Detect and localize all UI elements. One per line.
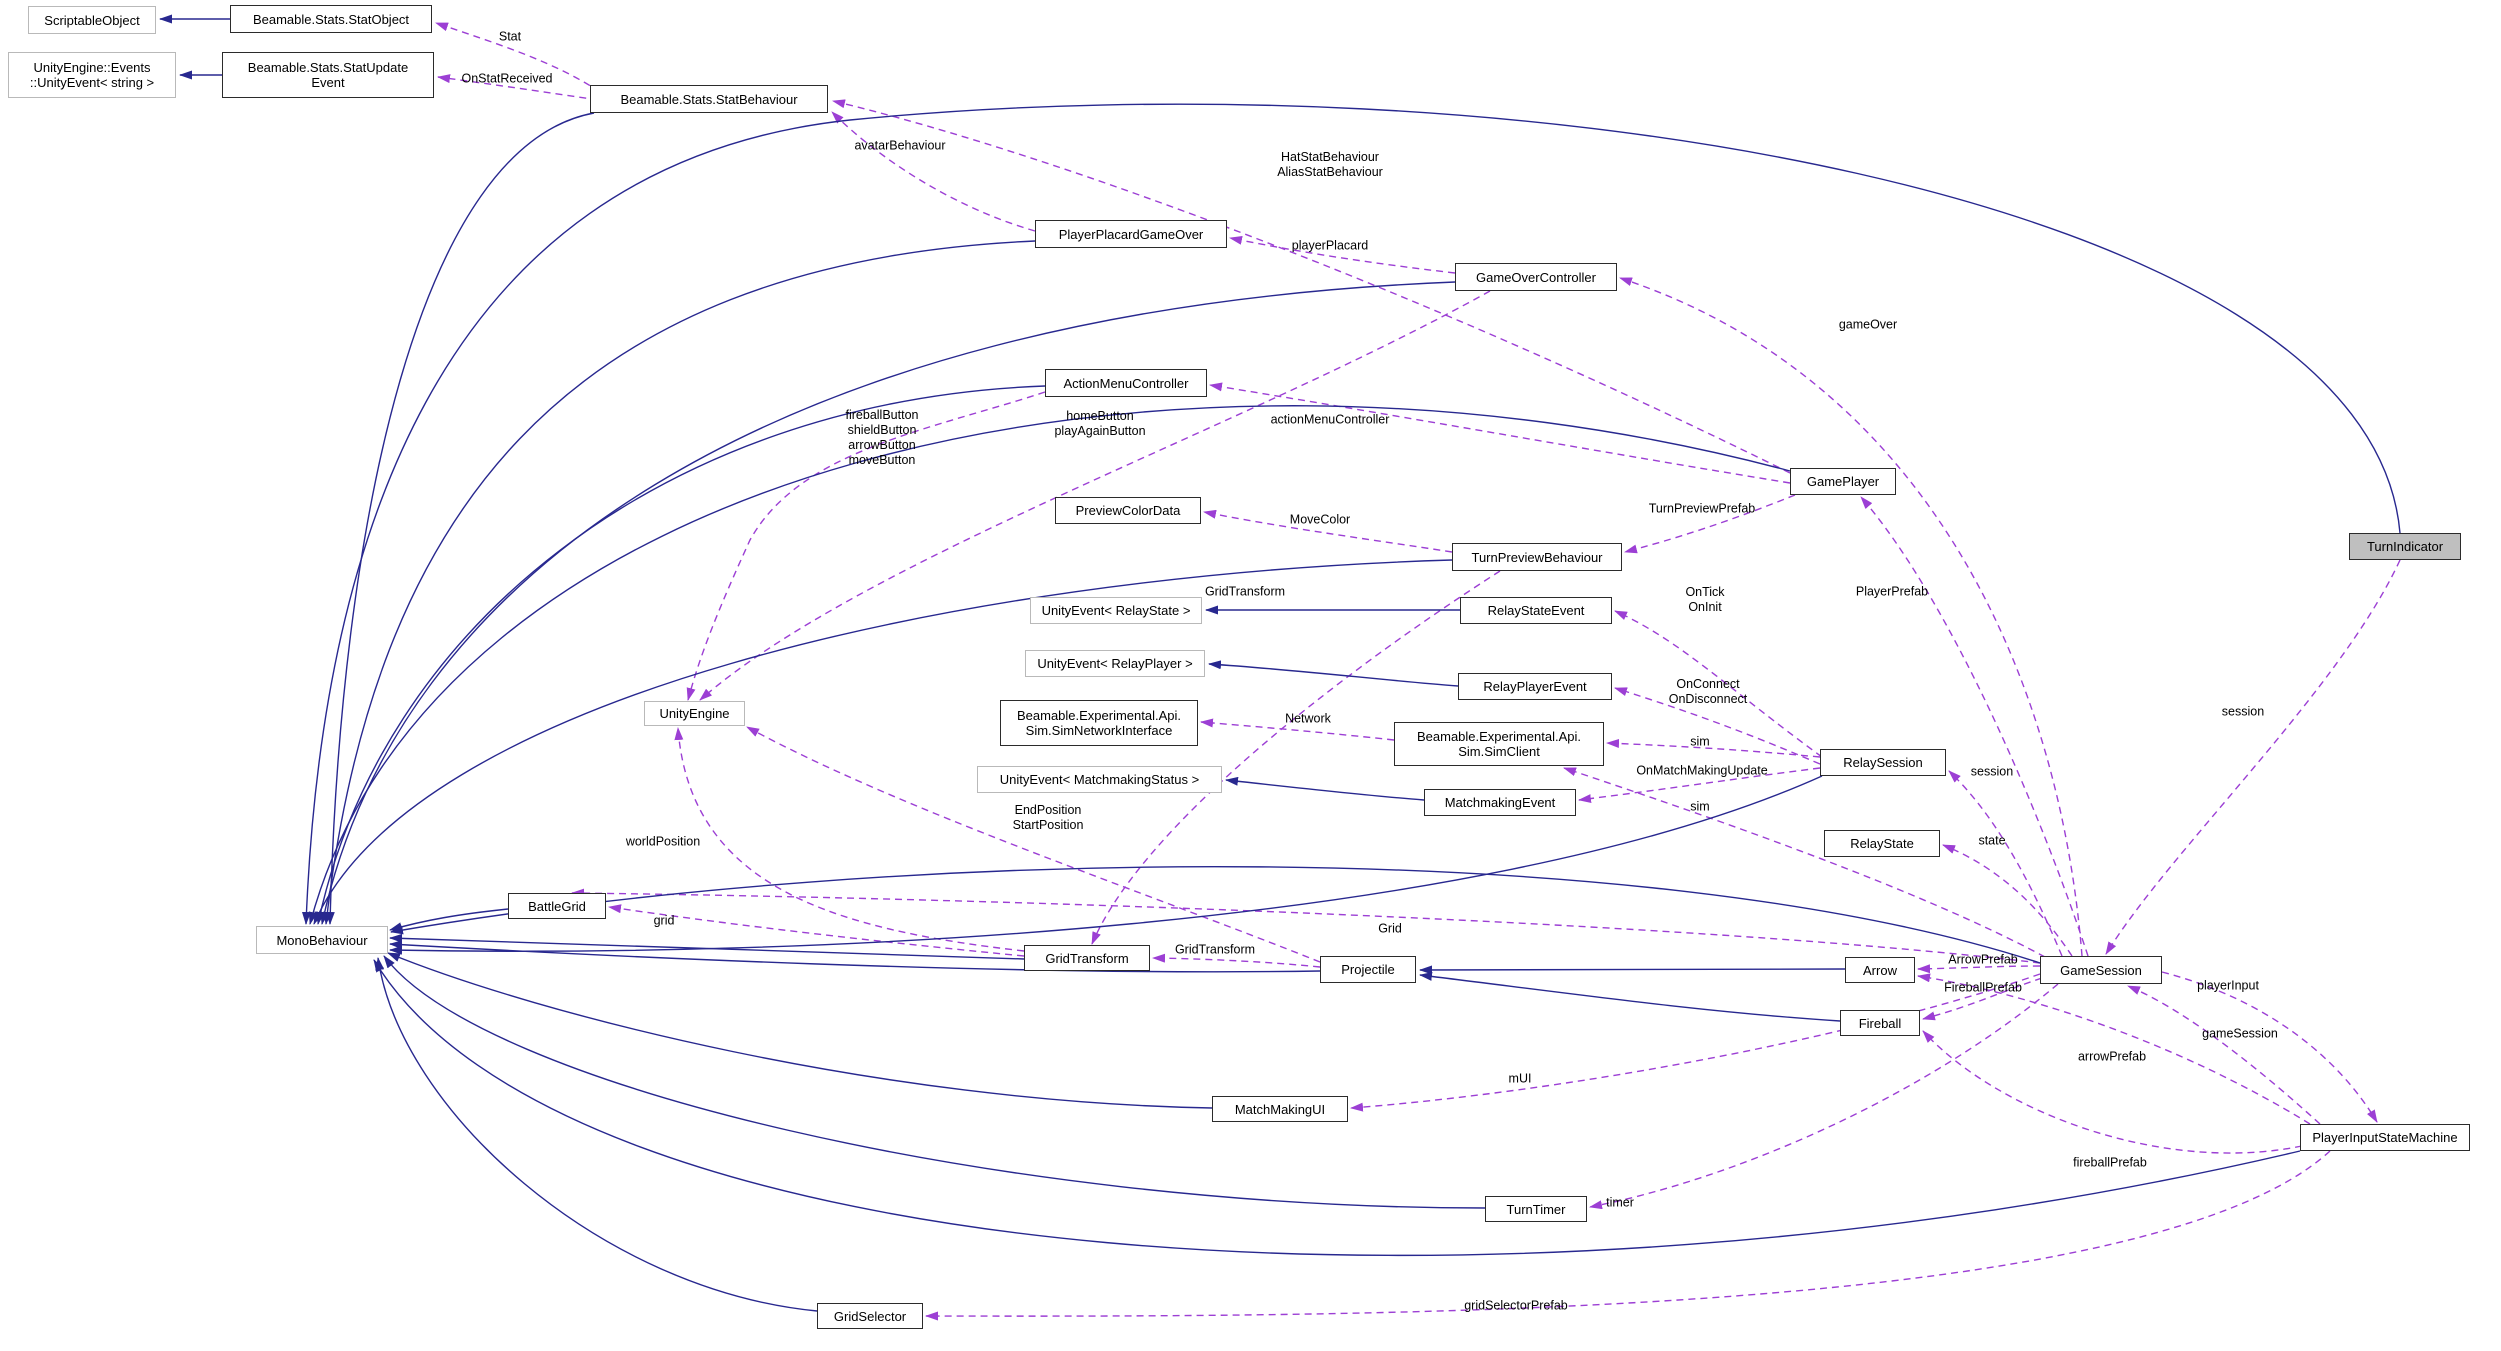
edge-u_actionButtons [686, 391, 1046, 701]
edge-i_relayPlayerEvent [1208, 660, 1459, 687]
node-unityEngine: UnityEngine [644, 701, 745, 726]
edge-u_gridSelectorPrefab [925, 1150, 2331, 1321]
node-unityEventString: UnityEngine::Events ::UnityEvent< string… [8, 52, 176, 98]
edge-u_gridTransform2 [1152, 953, 1321, 968]
edge-i_turnTimer [383, 955, 1486, 1209]
edge-i_relaySession [389, 775, 1823, 955]
edge-i_gridSelector [375, 957, 818, 1312]
edge-u_Grid [571, 888, 2041, 964]
edge-u_mUI [1350, 973, 2041, 1112]
node-simClient[interactable]: Beamable.Experimental.Api. Sim.SimClient [1394, 722, 1604, 766]
node-statBehaviour[interactable]: Beamable.Stats.StatBehaviour [590, 85, 828, 113]
node-simNetworkInterface[interactable]: Beamable.Experimental.Api. Sim.SimNetwor… [1000, 700, 1198, 746]
edge-u_actionMenuController [1209, 382, 1791, 484]
node-battleGrid[interactable]: BattleGrid [508, 893, 606, 919]
edge-u_sim2 [1563, 767, 2046, 958]
edge-u_onStatReceived [437, 74, 599, 101]
edge-u_ArrowPrefab [1917, 964, 2041, 974]
node-gridTransform[interactable]: GridTransform [1024, 945, 1150, 971]
edge-i_turnPreview [313, 559, 1453, 925]
edge-u_network [1200, 718, 1395, 741]
edge-u_timer [1589, 983, 2059, 1210]
edge-u_playerInput [2161, 971, 2378, 1123]
node-turnIndicator: TurnIndicator [2349, 533, 2461, 560]
node-previewColorData[interactable]: PreviewColorData [1055, 497, 1201, 524]
node-turnPreviewBehaviour[interactable]: TurnPreviewBehaviour [1452, 543, 1622, 571]
edge-i_playerInputSM [373, 959, 2301, 1257]
node-playerPlacardGameOver[interactable]: PlayerPlacardGameOver [1035, 220, 1227, 248]
edge-u_grid [608, 904, 1025, 957]
edge-u_FireballPrefab [1922, 977, 2043, 1021]
edge-u_arrowPrefab [1917, 973, 2311, 1125]
node-gameSession[interactable]: GameSession [2040, 956, 2162, 984]
node-playerInputStateMachine[interactable]: PlayerInputStateMachine [2300, 1124, 2470, 1151]
edge-u_fireballPrefab [1922, 1030, 2303, 1154]
edge-u_gameSession [2127, 985, 2321, 1125]
edge-u_playerPlacard [1229, 235, 1456, 274]
edge-i_gamePlayer [308, 405, 1791, 925]
edge-i_gameSession [390, 866, 2041, 964]
edge-i_playerPlacard [322, 240, 1036, 925]
edge-i_arrow [1419, 965, 1846, 975]
node-relayStateEvent[interactable]: RelayStateEvent [1460, 597, 1612, 624]
edge-u_gameOver [1619, 277, 2083, 957]
node-turnTimer[interactable]: TurnTimer [1485, 1196, 1587, 1222]
edge-i_actionMenu [316, 385, 1046, 925]
edge-u_onMatchMakingUpdate [1578, 767, 1821, 803]
edge-u_worldPosition [674, 727, 1025, 952]
edge-i_statBehaviour [325, 112, 595, 925]
node-unityEventMatchmaking: UnityEvent< MatchmakingStatus > [977, 766, 1222, 793]
node-relayState[interactable]: RelayState [1824, 830, 1940, 857]
edge-u_sim1 [1606, 738, 1821, 758]
edge-u_stat [435, 22, 601, 93]
node-gridSelector[interactable]: GridSelector [817, 1303, 923, 1329]
edge-i_battleGrid [389, 908, 509, 932]
edge-u_turnPreviewPrefab [1624, 494, 1796, 554]
edge-u_state [1942, 844, 2073, 957]
edge-u_homeButtons [699, 290, 1491, 701]
edge-i_gameOverController [320, 281, 1456, 925]
node-matchMakingUI[interactable]: MatchMakingUI [1212, 1096, 1348, 1122]
node-gamePlayer[interactable]: GamePlayer [1790, 468, 1896, 495]
edge-i_turnIndicator [301, 103, 2401, 925]
edge-u_onTickInit [1614, 610, 1823, 758]
edge-u_session2 [2105, 559, 2401, 955]
edge-i_fireball [1419, 971, 1841, 1022]
node-fireball[interactable]: Fireball [1840, 1010, 1920, 1036]
node-relaySession[interactable]: RelaySession [1820, 749, 1946, 776]
node-matchmakingEvent[interactable]: MatchmakingEvent [1424, 789, 1576, 816]
edge-u_endStart [746, 726, 1321, 963]
edge-u_avatarBehaviour [831, 111, 1036, 232]
edge-u_gridTransform1 [1091, 570, 1501, 945]
edge-i_projectile [389, 940, 1321, 973]
node-gameOverController[interactable]: GameOverController [1455, 263, 1617, 291]
node-scriptableObject: ScriptableObject [28, 6, 156, 34]
edge-u_moveColor [1203, 509, 1453, 553]
node-unityEventRelayPlayer: UnityEvent< RelayPlayer > [1025, 650, 1205, 677]
node-statUpdateEvent[interactable]: Beamable.Stats.StatUpdate Event [222, 52, 434, 98]
edge-i_matchmakingEvent [1225, 776, 1425, 801]
edge-i_matchMakingUI [387, 952, 1213, 1109]
edge-u_PlayerPrefab [1860, 496, 2089, 957]
node-projectile[interactable]: Projectile [1320, 956, 1416, 983]
edge-i_gridTransform [389, 933, 1025, 960]
node-statObject[interactable]: Beamable.Stats.StatObject [230, 5, 432, 33]
edge-u_hatAlias [832, 99, 1791, 474]
node-monoBehaviour: MonoBehaviour [256, 926, 388, 954]
node-arrow[interactable]: Arrow [1845, 957, 1915, 983]
node-relayPlayerEvent[interactable]: RelayPlayerEvent [1458, 673, 1612, 700]
edge-u_onConnect [1614, 687, 1821, 765]
node-actionMenuController[interactable]: ActionMenuController [1045, 369, 1207, 397]
node-unityEventRelayState: UnityEvent< RelayState > [1030, 597, 1202, 624]
edge-u_session1 [1948, 770, 2063, 957]
